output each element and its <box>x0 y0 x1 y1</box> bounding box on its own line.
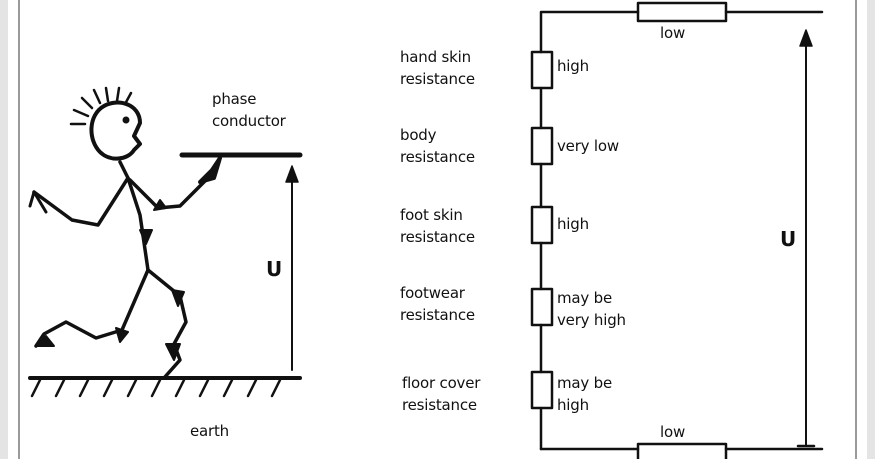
resistance-value-hand-skin: high <box>557 57 589 75</box>
top-wire <box>539 10 824 54</box>
front-leg <box>146 268 188 380</box>
resistance-name-hand-skin: hand skin resistance <box>400 48 475 88</box>
resistor-foot-skin <box>530 205 554 245</box>
front-foot <box>165 343 181 361</box>
earth-hatching <box>30 378 282 398</box>
voltage-label-left: U <box>266 257 283 281</box>
top-resistor <box>636 1 728 23</box>
voltage-label-right: U <box>780 227 797 251</box>
resistor-body <box>530 126 554 166</box>
resistor-hand-skin <box>530 50 554 90</box>
back-hand <box>28 190 48 214</box>
resistance-value-floor-cover: may be high <box>557 374 612 414</box>
resistance-value-body: very low <box>557 137 619 155</box>
front-arm <box>128 170 216 210</box>
current-arrow-leg <box>171 289 185 307</box>
current-arrow-torso <box>139 229 153 245</box>
torso <box>118 160 150 272</box>
right-border-line <box>855 0 857 459</box>
current-arrow-arm <box>153 199 167 211</box>
resistance-name-body: body resistance <box>400 126 475 166</box>
hair-spikes <box>69 86 133 126</box>
bottom-resistor-label: low <box>660 423 686 441</box>
left-border-line <box>18 0 20 459</box>
resistance-name-floor-cover: floor cover resistance <box>402 374 481 414</box>
bottom-resistor <box>636 442 728 459</box>
head <box>89 100 142 161</box>
resistor-footwear <box>530 287 554 327</box>
resistance-value-footwear: may be very high <box>557 289 626 329</box>
earth-label: earth <box>190 422 229 440</box>
eye <box>122 116 130 124</box>
series-chain <box>530 50 554 451</box>
voltage-arrowhead-right <box>799 29 813 47</box>
back-foot <box>35 335 55 347</box>
resistance-name-foot-skin: foot skin resistance <box>400 206 475 246</box>
back-arm <box>32 176 130 227</box>
voltage-arrowhead-left <box>285 165 299 183</box>
resistor-floor-cover <box>530 370 554 410</box>
current-arrow-knee <box>115 327 129 343</box>
top-resistor-label: low <box>660 24 686 42</box>
phase-conductor-label: phase conductor <box>212 90 286 130</box>
back-leg <box>34 268 150 348</box>
resistance-value-foot-skin: high <box>557 215 589 233</box>
resistance-name-footwear: footwear resistance <box>400 284 475 324</box>
hand-on-conductor <box>198 156 222 184</box>
